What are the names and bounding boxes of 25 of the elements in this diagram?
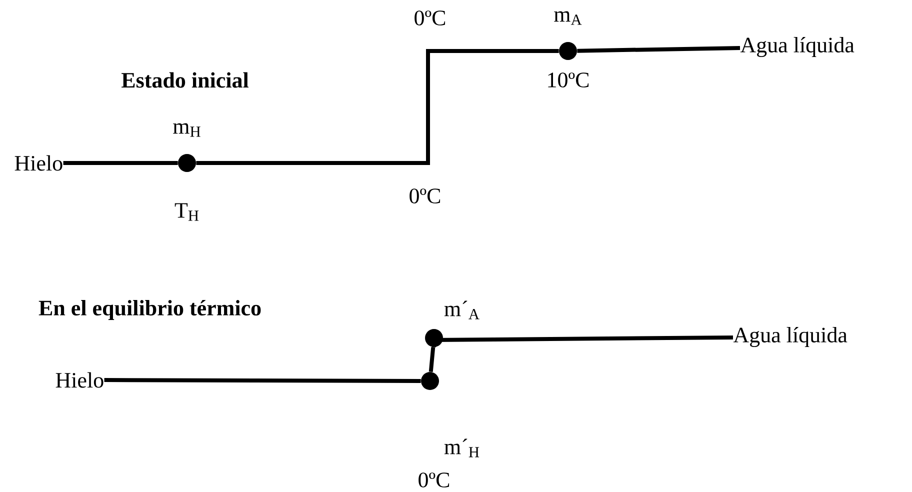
- phase-label: Agua líquida: [733, 326, 848, 348]
- phase-label: Agua líquida: [740, 36, 854, 58]
- mass-label: 0ºC: [418, 472, 450, 488]
- line: [63, 161, 178, 165]
- dot: [421, 372, 439, 390]
- dot: [178, 154, 196, 172]
- temperature-label: 0ºC: [410, 188, 440, 204]
- line: [577, 46, 740, 53]
- state-heading: Estado inicial: [122, 72, 249, 88]
- line: [428, 346, 436, 372]
- phase-label: Hielo: [14, 155, 62, 171]
- dot: [559, 42, 577, 60]
- temperature-label: 0ºC: [414, 10, 446, 26]
- mass-label: m´$_{A}$: [444, 300, 480, 320]
- mass-label: m$_{H}$: [173, 123, 200, 137]
- phase-label: Hielo: [56, 372, 104, 388]
- line: [104, 378, 421, 383]
- line: [196, 49, 559, 165]
- mass-label: T$_{H}$: [174, 203, 199, 221]
- mass-label: 10ºC: [548, 72, 589, 88]
- dot: [425, 329, 443, 347]
- mass-label: m$_{A}$: [554, 11, 582, 25]
- line: [432, 335, 734, 348]
- mass-label: m´$_{H}$: [444, 438, 480, 458]
- state-heading: En el equilibrio térmico: [38, 300, 261, 320]
